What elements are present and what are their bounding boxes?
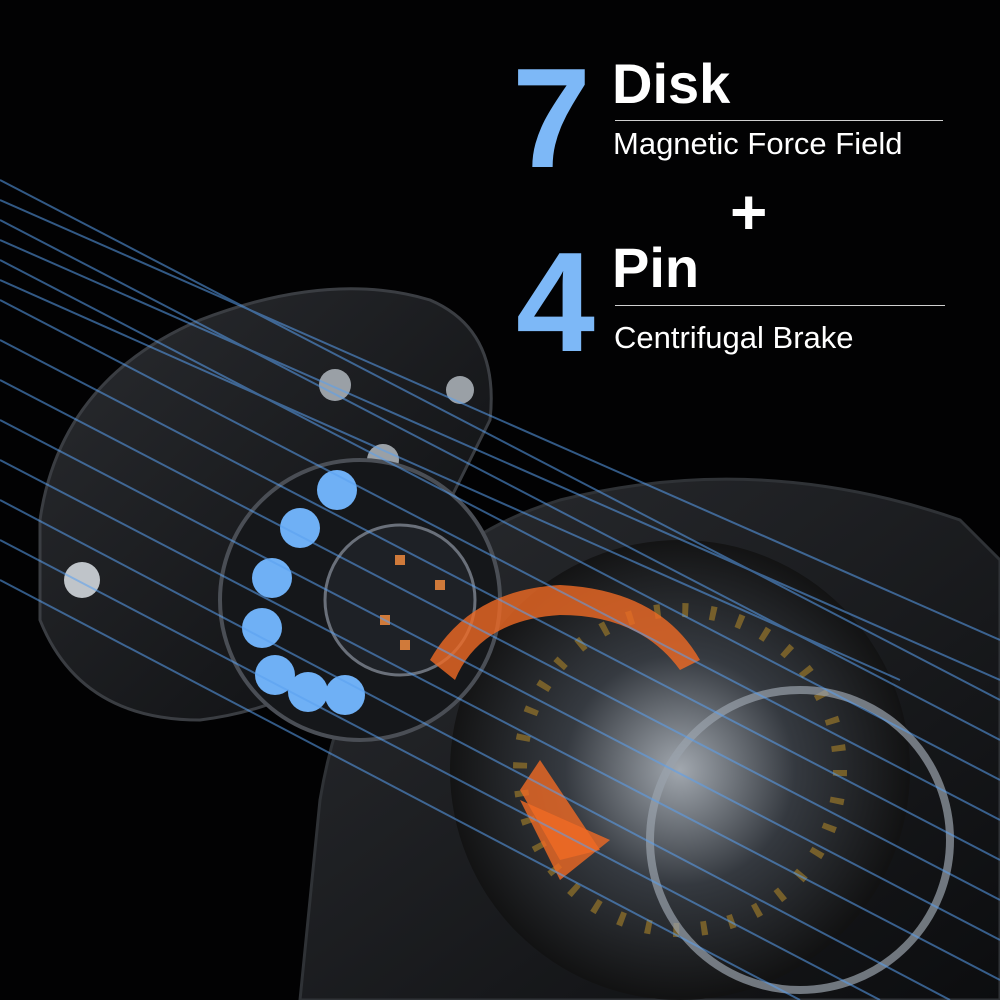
- screw-icon: [319, 369, 351, 401]
- pin-label: Pin: [612, 236, 700, 299]
- spool: [450, 540, 910, 1000]
- disk-subtitle: Magnetic Force Field: [613, 126, 903, 161]
- pin-count: 4: [516, 223, 595, 382]
- screw-icon: [446, 376, 474, 404]
- disk-label: Disk: [612, 52, 731, 115]
- plus-sign: +: [730, 176, 768, 248]
- magnet-circles: [242, 470, 365, 715]
- screw-icon: [64, 562, 100, 598]
- heat-arrow-icon: [430, 585, 700, 860]
- pin-subtitle: Centrifugal Brake: [614, 320, 854, 355]
- divider: [615, 305, 945, 306]
- magnetic-field-lines: [0, 179, 1000, 1000]
- disk-count: 7: [512, 39, 591, 198]
- divider: [615, 120, 943, 121]
